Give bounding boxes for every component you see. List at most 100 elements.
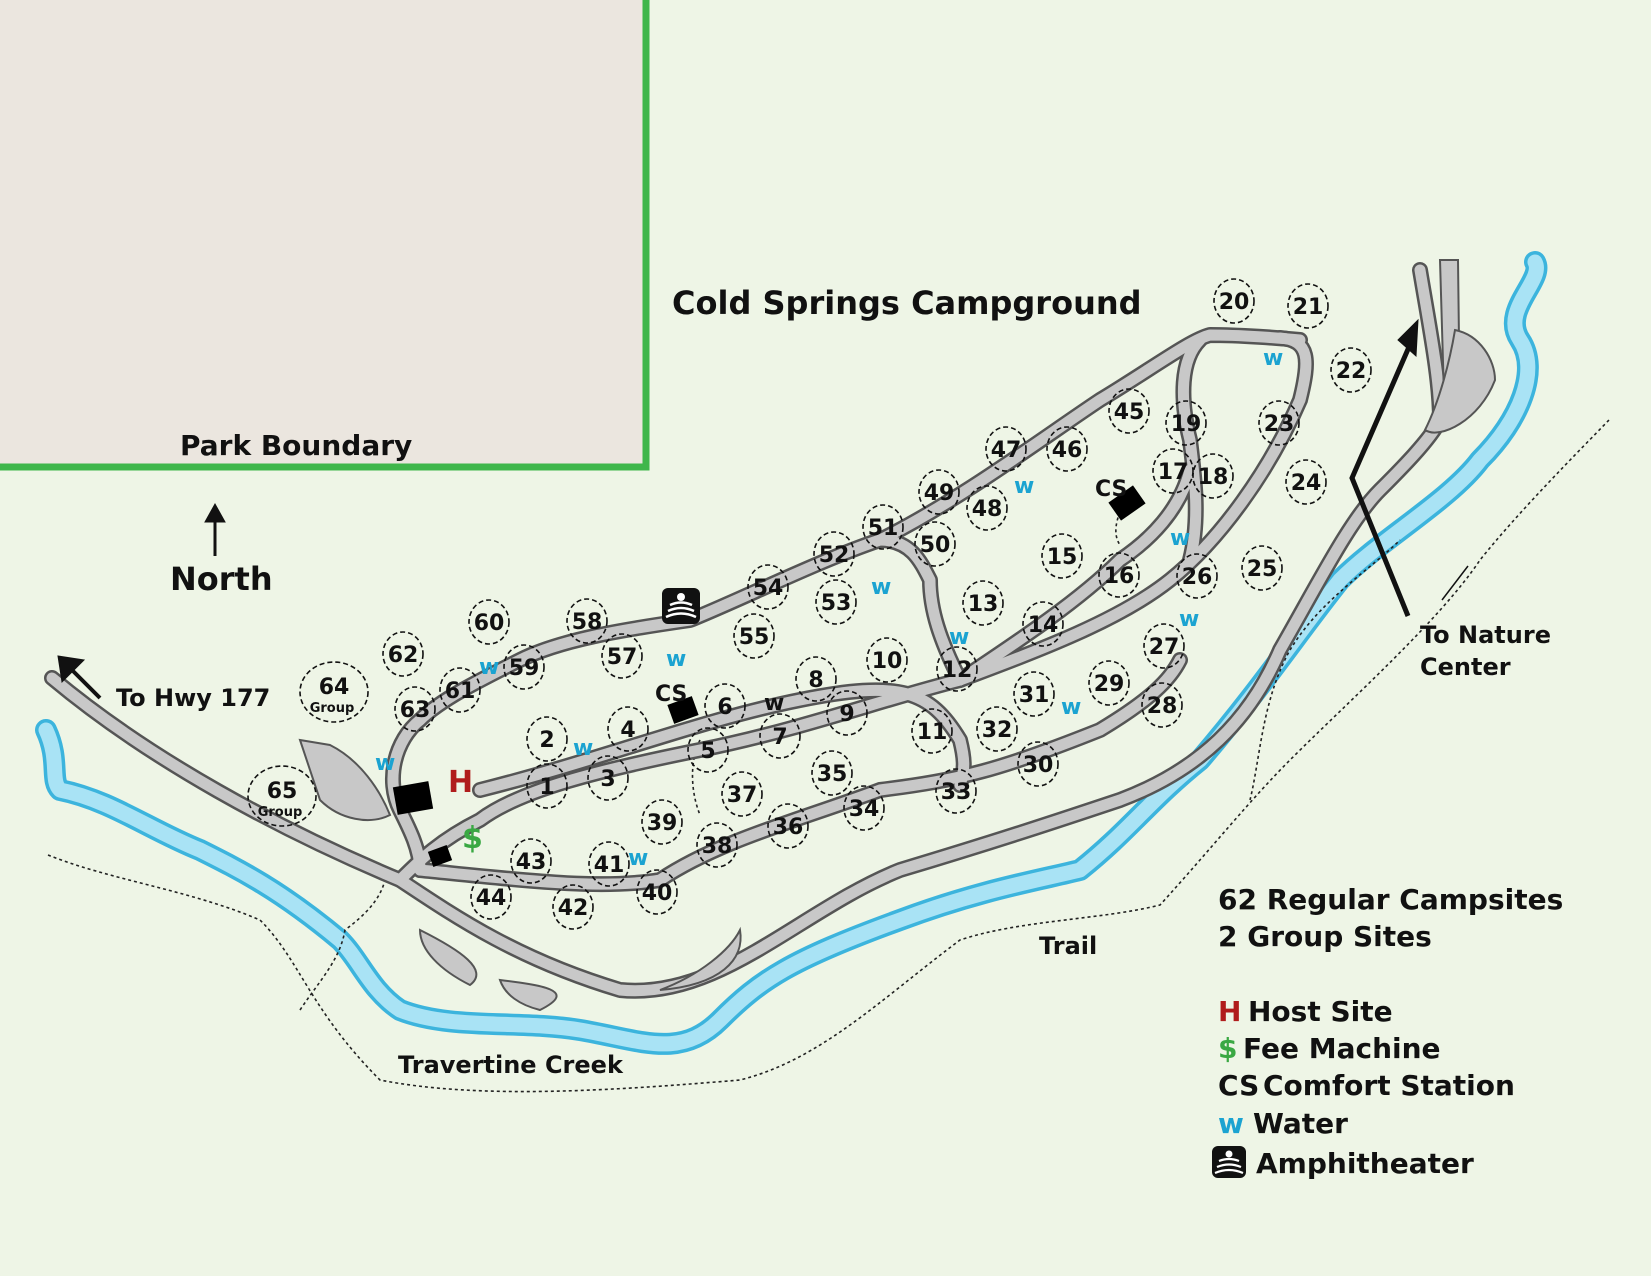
legend-amphitheater-icon xyxy=(1212,1146,1246,1178)
direction-arrows xyxy=(57,318,1469,700)
campsite-number: 36 xyxy=(773,815,804,840)
campsite-number: 3 xyxy=(600,767,615,792)
campsite-outline xyxy=(687,727,729,773)
nature-center-road-arrow-icon xyxy=(1349,339,1415,617)
water-symbols: w w w w w w w w w w w w w xyxy=(375,346,1283,871)
campsite-outline xyxy=(1241,545,1283,591)
campsite: 1 xyxy=(526,763,568,809)
campsite-outline xyxy=(862,504,904,550)
campsite-number: 48 xyxy=(972,497,1003,522)
campsite-number: 50 xyxy=(920,533,951,558)
campsite: 22 xyxy=(1330,347,1372,393)
campsite-outline xyxy=(843,785,885,831)
campsite-outline xyxy=(566,598,608,644)
campsite-outline xyxy=(985,426,1027,472)
campsite-outline xyxy=(826,690,868,736)
campsite-outline xyxy=(962,580,1004,626)
campsite-number: 47 xyxy=(991,438,1022,463)
campsite: 59 xyxy=(503,644,545,690)
campsite-outline xyxy=(747,564,789,610)
campsite-outline xyxy=(866,637,908,683)
group-label: Group xyxy=(310,701,355,716)
campsite-outline xyxy=(439,667,481,713)
campsite-outline xyxy=(503,644,545,690)
campsite: 19 xyxy=(1165,400,1207,446)
campsite: 44 xyxy=(470,874,512,920)
campsite-number: 7 xyxy=(772,725,787,750)
host-site-symbol: H xyxy=(448,765,473,800)
campsite: 46 xyxy=(1046,426,1088,472)
campsite-outline xyxy=(1017,741,1059,787)
campsite: 45 xyxy=(1108,388,1150,434)
campsite-number: 16 xyxy=(1104,564,1135,589)
campsite-number: 53 xyxy=(821,591,852,616)
legend-water-symbol: w xyxy=(1218,1107,1244,1140)
buildings xyxy=(392,485,1146,867)
campsite: 12 xyxy=(936,646,978,692)
water-symbol: w xyxy=(573,736,593,761)
campsite: 4 xyxy=(607,706,649,752)
campsite: 29 xyxy=(1088,660,1130,706)
campsite: 23 xyxy=(1258,400,1300,446)
campsite-number: 23 xyxy=(1264,412,1295,437)
campsite-number: 21 xyxy=(1293,295,1324,320)
campsite-outline xyxy=(935,768,977,814)
water-symbol: w xyxy=(764,691,784,716)
campsite-outline xyxy=(733,613,775,659)
campsite: 53 xyxy=(815,579,857,625)
campsite: 52 xyxy=(813,531,855,577)
campsite-outline xyxy=(394,686,436,732)
campsite: 36 xyxy=(767,803,809,849)
park-boundary-label: Park Boundary xyxy=(180,429,412,462)
comfort-station-label: CS xyxy=(1095,477,1127,502)
campsite-outline xyxy=(1330,347,1372,393)
comfort-station-icon xyxy=(1108,485,1146,521)
campsite-outline xyxy=(1176,553,1218,599)
campsite: 27 xyxy=(1143,623,1185,669)
campsite: 34 xyxy=(843,785,885,831)
campsite-outline xyxy=(811,750,853,796)
campsite-number: 2 xyxy=(539,728,554,753)
legend: H Host Site $ Fee Machine CS Comfort Sta… xyxy=(1212,995,1515,1180)
campsite-outline xyxy=(636,869,678,915)
campsite: 14 xyxy=(1022,601,1064,647)
water-symbol: w xyxy=(666,647,686,672)
campsite-outline xyxy=(1041,533,1083,579)
campsite-number: 33 xyxy=(941,780,972,805)
campsite-number: 30 xyxy=(1023,753,1054,778)
campsite: 17 xyxy=(1152,448,1194,494)
water-symbol: w xyxy=(871,575,891,600)
nature-center-pointer-icon xyxy=(1441,565,1469,601)
campsite-number: 54 xyxy=(753,576,784,601)
campsite-number: 55 xyxy=(739,625,770,650)
campsite-number: 22 xyxy=(1336,359,1367,384)
campsite-number: 37 xyxy=(727,783,758,808)
campsite-number: 4 xyxy=(620,718,635,743)
campsite-outline xyxy=(1143,623,1185,669)
campsite: 5 xyxy=(687,727,729,773)
campsite-number: 59 xyxy=(509,656,540,681)
campsite: 13 xyxy=(962,580,1004,626)
campsite: 41 xyxy=(588,841,630,887)
legend-host-symbol: H xyxy=(1218,995,1241,1028)
campsite-number: 38 xyxy=(702,834,733,859)
campsite-number: 25 xyxy=(1247,557,1278,582)
campsite-number: 45 xyxy=(1114,400,1145,425)
campsite-outline xyxy=(759,713,801,759)
campsite: 21 xyxy=(1287,283,1329,329)
campsite-number: 24 xyxy=(1291,471,1322,496)
campsite-outline xyxy=(470,874,512,920)
campsite: 10 xyxy=(866,637,908,683)
campsite-number: 34 xyxy=(849,797,880,822)
campsite: 38 xyxy=(696,822,738,868)
campsite: 42 xyxy=(552,884,594,930)
to-hwy-label: To Hwy 177 xyxy=(116,684,270,712)
campsite-number: 14 xyxy=(1028,613,1059,638)
fee-machine-icon xyxy=(427,845,453,867)
water-symbol: w xyxy=(375,751,395,776)
legend-cs-text: Comfort Station xyxy=(1263,1069,1515,1102)
campsite-outline xyxy=(299,661,369,723)
campsite-number: 65 xyxy=(267,779,298,804)
campsite-outline xyxy=(911,708,953,754)
